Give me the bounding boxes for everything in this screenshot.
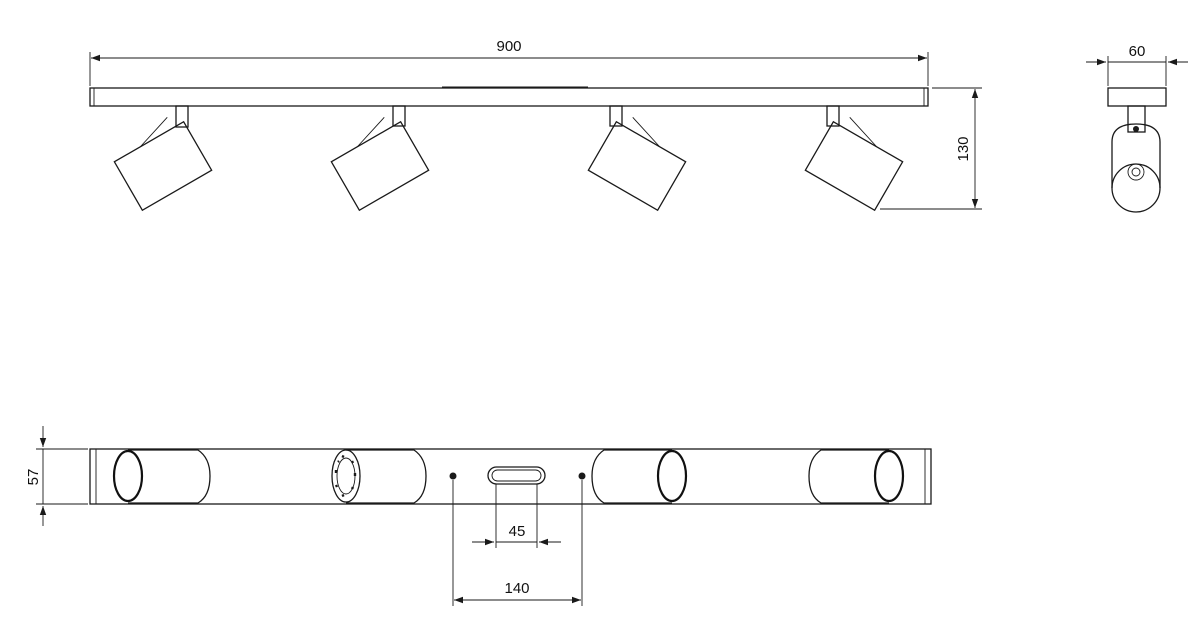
- spotlight-4-front: [804, 105, 904, 212]
- spotlight-2-front: [330, 105, 430, 212]
- rail-side: [1107, 87, 1167, 107]
- dimension-label-width: 57: [25, 469, 42, 486]
- dimension-label-overall-length: 900: [496, 38, 521, 55]
- mounting-hole-right: [578, 472, 586, 480]
- rail-top: [89, 448, 932, 505]
- dimension-depth: 60: [1086, 43, 1188, 86]
- mounting-hole-left: [449, 472, 457, 480]
- rail-front: [89, 86, 929, 107]
- mounting-slot: [487, 466, 546, 485]
- dimension-label-total-height: 130: [955, 136, 972, 161]
- spotlight-side: [1111, 123, 1161, 213]
- dimension-width: 57: [25, 426, 88, 526]
- spotlight-2-top: [331, 449, 427, 504]
- top-view: 57 45 140: [25, 426, 932, 606]
- dimension-label-depth: 60: [1129, 43, 1146, 60]
- side-view: 60: [1086, 43, 1188, 213]
- spotlight-4-top: [808, 449, 905, 504]
- dimension-overall-length: 900: [89, 38, 929, 86]
- front-view: 900 130: [89, 38, 982, 212]
- spotlight-3-top: [591, 449, 688, 504]
- dimension-total-height: 130: [880, 87, 982, 210]
- dimension-label-mounting-spacing: 140: [504, 580, 529, 597]
- spotlight-1-front: [113, 105, 213, 212]
- spotlight-3-front: [587, 105, 687, 212]
- dimension-mounting-spacing: 140: [452, 480, 583, 606]
- dimension-slot-length: 45: [472, 484, 561, 548]
- dimension-label-slot-length: 45: [509, 523, 526, 540]
- spotlight-1-top: [112, 449, 211, 504]
